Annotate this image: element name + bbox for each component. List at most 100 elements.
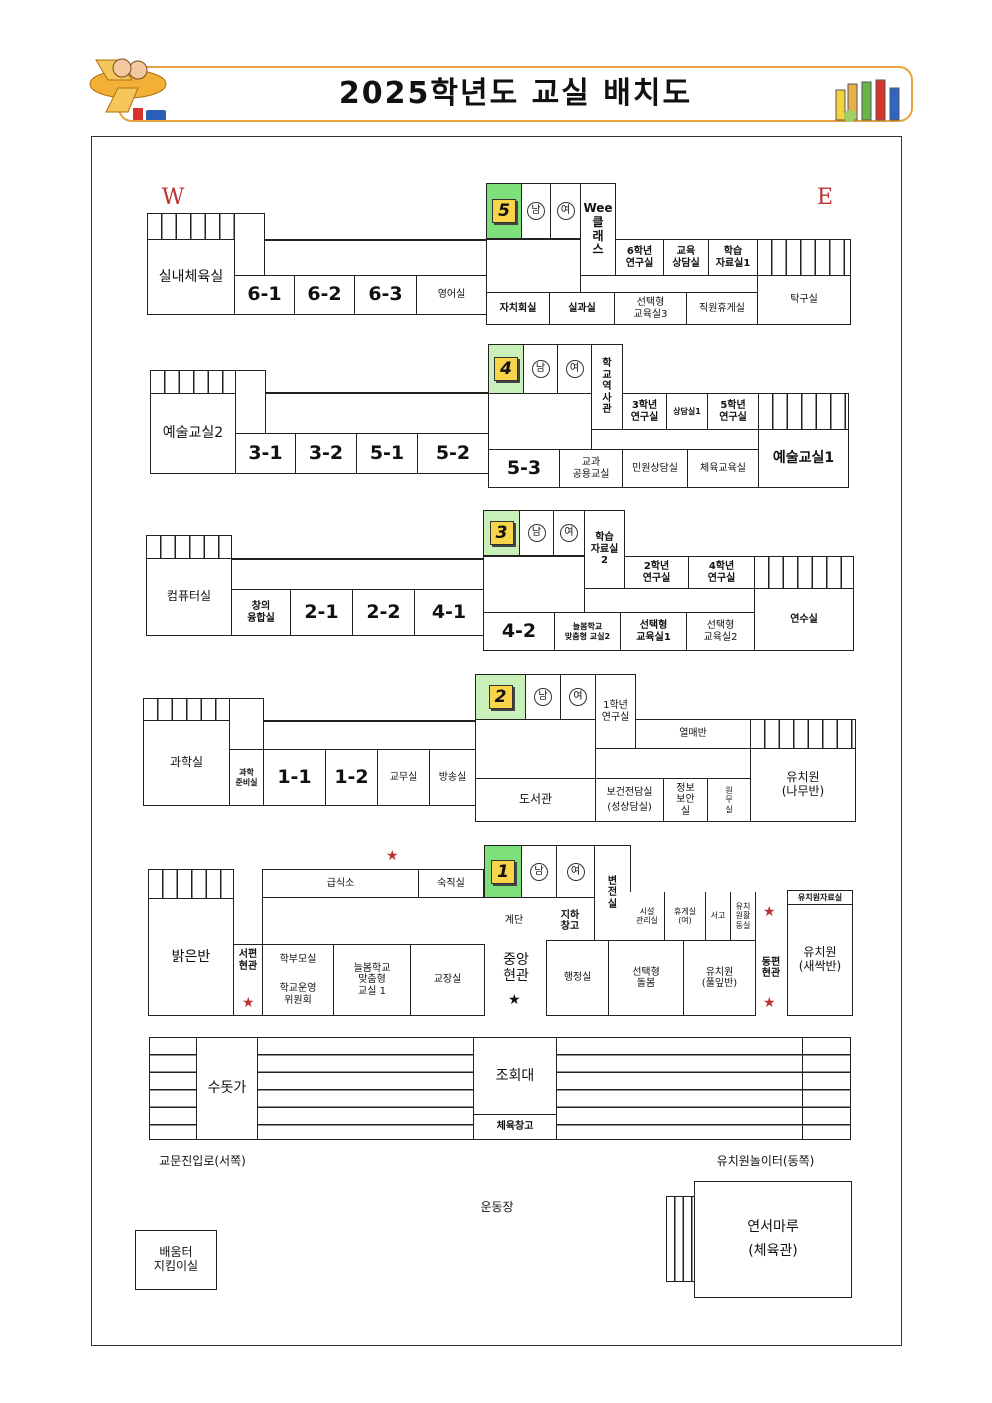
room-staff-rest: 직원휴게실 bbox=[686, 292, 758, 325]
floor-badge-3f: 3 bbox=[483, 510, 520, 556]
room-kinder-sprout: 유치원 (새싹반) bbox=[787, 904, 853, 1016]
health-room-label: 보건전담실 bbox=[606, 786, 653, 798]
room-training: 연수실 bbox=[754, 588, 854, 651]
floor-badge-2f: 2 bbox=[475, 674, 526, 720]
corridor-2f-line bbox=[263, 720, 476, 722]
room-wee-class: Wee 클 래 스 bbox=[580, 183, 616, 276]
corridor-2f-east bbox=[475, 719, 596, 779]
room-elective3: 선택형 교육실3 bbox=[614, 292, 687, 325]
restroom-2f-male: 남 bbox=[525, 674, 561, 720]
star-marker-icon: ★ bbox=[508, 992, 521, 1008]
health-room-sub: (성상담실) bbox=[607, 802, 652, 813]
playground-label: 운동장 bbox=[480, 1200, 514, 1215]
room-computer: 컴퓨터실 bbox=[146, 558, 232, 636]
page-title: 2025학년도 교실 배치도 bbox=[338, 75, 693, 111]
male-restroom-icon: 남 bbox=[530, 862, 548, 881]
male-restroom-icon: 남 bbox=[531, 360, 550, 378]
room-elective-care: 선택형 돌봄 bbox=[608, 940, 684, 1016]
classroom-5-3: 5-3 bbox=[488, 449, 560, 488]
corridor-3f-line bbox=[231, 558, 484, 560]
east-label: E bbox=[816, 185, 834, 211]
committee-label: 학교운영 위원회 bbox=[279, 983, 317, 1006]
female-restroom-icon: 여 bbox=[556, 202, 575, 220]
room-science: 과학실 bbox=[143, 720, 230, 806]
bleachers-mid-right bbox=[556, 1037, 803, 1140]
room-library: 도서관 bbox=[475, 778, 596, 822]
classroom-1-1: 1-1 bbox=[263, 749, 326, 806]
room-library-store: 서고 bbox=[705, 892, 731, 941]
floor-badge-4f: 4 bbox=[488, 344, 524, 394]
west-label: W bbox=[161, 185, 185, 211]
star-marker-icon: ★ bbox=[242, 995, 255, 1011]
room-restroom-f: 휴게실 (여) bbox=[664, 892, 706, 941]
room-broadcast: 방송실 bbox=[429, 749, 476, 806]
stairs-4f-east bbox=[758, 393, 849, 430]
room-bright-class: 밝은반 bbox=[148, 898, 234, 1016]
female-restroom-icon: 여 bbox=[560, 524, 578, 542]
room-art2: 예술교실2 bbox=[150, 393, 236, 474]
room-counsel1: 상담실1 bbox=[666, 393, 708, 430]
assembly-stand: 조회대 bbox=[473, 1037, 557, 1115]
floor-4-icon: 4 bbox=[494, 357, 518, 381]
restroom-2f-female: 여 bbox=[560, 674, 596, 720]
room-grade5-lab: 5학년 연구실 bbox=[707, 393, 759, 430]
room-grade3-lab: 3학년 연구실 bbox=[622, 393, 667, 430]
east-entrance: 동편 현관 bbox=[761, 956, 781, 980]
west-entrance: 서편 현관 bbox=[233, 944, 263, 1016]
corridor-1f-west bbox=[233, 869, 263, 945]
corridor-4f-east bbox=[488, 393, 592, 450]
restroom-1f-male: 남 bbox=[521, 845, 557, 898]
classroom-5-1: 5-1 bbox=[356, 433, 418, 474]
star-marker-icon: ★ bbox=[763, 904, 776, 920]
school-gate-road: 교문진입로(서쪽) bbox=[159, 1154, 246, 1169]
room-afterschool1: 늘봄학교 맞춤형 교실 1 bbox=[333, 944, 411, 1016]
female-restroom-icon: 여 bbox=[569, 688, 587, 706]
parents-label: 학부모실 bbox=[279, 953, 317, 965]
stairs-4f-west bbox=[150, 370, 236, 394]
restroom-3f-female: 여 bbox=[553, 510, 585, 556]
gym-hall: 연서마루 (체육관) bbox=[694, 1181, 852, 1298]
stairs-5f-west bbox=[147, 213, 235, 240]
room-resource1: 학습 자료실1 bbox=[708, 239, 758, 276]
restroom-3f-male: 남 bbox=[519, 510, 554, 556]
room-elective1: 선택형 교육실1 bbox=[620, 612, 687, 651]
room-night-duty: 숙직실 bbox=[418, 869, 484, 898]
female-restroom-icon: 여 bbox=[565, 360, 584, 378]
bleachers-west bbox=[149, 1037, 197, 1140]
room-creative-fusion: 창의 융합실 bbox=[231, 589, 291, 636]
room-kitchen: 급식소 bbox=[262, 869, 419, 898]
floor-3-icon: 3 bbox=[489, 521, 514, 545]
room-facility: 시설 관리실 bbox=[630, 892, 665, 941]
room-kinder-tree: 유치원 (나무반) bbox=[750, 748, 856, 822]
room-selfgov: 자치회실 bbox=[486, 292, 550, 325]
room-history: 학 교 역 사 관 bbox=[591, 344, 623, 430]
classroom-3-1: 3-1 bbox=[235, 433, 296, 474]
room-art1: 예술교실1 bbox=[758, 429, 849, 488]
classroom-6-2: 6-2 bbox=[294, 275, 355, 315]
room-science-prep: 과학 준비실 bbox=[229, 749, 264, 806]
room-subject-shared: 교과 공용교실 bbox=[559, 449, 623, 488]
room-kinder-leaf: 유치원 (풀잎반) bbox=[683, 940, 756, 1016]
bleachers-mid-left bbox=[257, 1037, 474, 1140]
room-parents: 학부모실 학교운영 위원회 bbox=[262, 944, 334, 1016]
room-counsel: 교육 상담실 bbox=[663, 239, 709, 276]
room-teachers-office: 교무실 bbox=[377, 749, 430, 806]
basement-storage-label: 지하 창고 bbox=[560, 909, 580, 933]
restroom-4f-male: 남 bbox=[523, 344, 558, 394]
room-elective2: 선택형 교육실2 bbox=[686, 612, 755, 651]
stairs-5f-east bbox=[757, 239, 851, 276]
central-entrance: 중앙 현관 bbox=[503, 951, 529, 984]
room-kinder-resource: 유치원자료실 bbox=[787, 890, 853, 905]
stairs-2f-west bbox=[143, 698, 230, 721]
star-marker-icon: ★ bbox=[763, 995, 776, 1011]
corridor-5f-west bbox=[234, 213, 265, 275]
classroom-4-2: 4-2 bbox=[483, 612, 555, 651]
corridor-4f-line bbox=[265, 392, 489, 394]
room-substation: 변 전 실 bbox=[594, 845, 631, 941]
restroom-5f-male: 남 bbox=[521, 183, 551, 239]
room-indoor-gym: 실내체육실 bbox=[147, 239, 235, 315]
room-kinder-activity: 유치 원활 동실 bbox=[730, 892, 756, 941]
stairs-2f-east bbox=[750, 719, 856, 749]
male-restroom-icon: 남 bbox=[527, 202, 545, 220]
restroom-1f-female: 여 bbox=[556, 845, 595, 898]
